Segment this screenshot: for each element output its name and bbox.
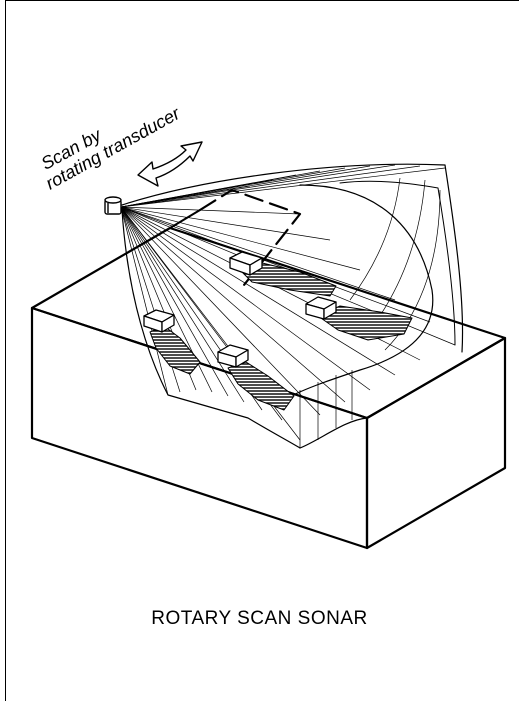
beam-line [121, 207, 244, 402]
transducer [105, 197, 121, 214]
rotation-arrow [138, 142, 202, 186]
beam-line [121, 207, 300, 214]
scan-far-ridge [300, 418, 367, 448]
scan-facet-curve [350, 178, 400, 300]
target-1 [230, 252, 336, 296]
targets [144, 252, 412, 410]
seabed-side-face [367, 338, 505, 548]
transducer-cap [105, 197, 121, 203]
beam-line [121, 207, 330, 240]
scan-near-boundary [122, 210, 300, 448]
target-3 [144, 310, 200, 374]
target-4 [218, 345, 294, 410]
scan-envelope [122, 164, 463, 448]
scan-ridge-curve [280, 185, 433, 402]
beam-sweep-lines [121, 165, 455, 448]
scan-facet-curve [370, 180, 425, 330]
beam-line [121, 186, 250, 207]
beam-line [121, 207, 430, 322]
target-2 [306, 297, 412, 340]
target-4-shadow [228, 362, 294, 410]
beam-line [121, 207, 168, 395]
seabed-front-face [32, 308, 367, 548]
beam-line [121, 207, 395, 300]
figure-caption: ROTARY SCAN SONAR [0, 608, 519, 630]
beam-line [121, 180, 272, 207]
